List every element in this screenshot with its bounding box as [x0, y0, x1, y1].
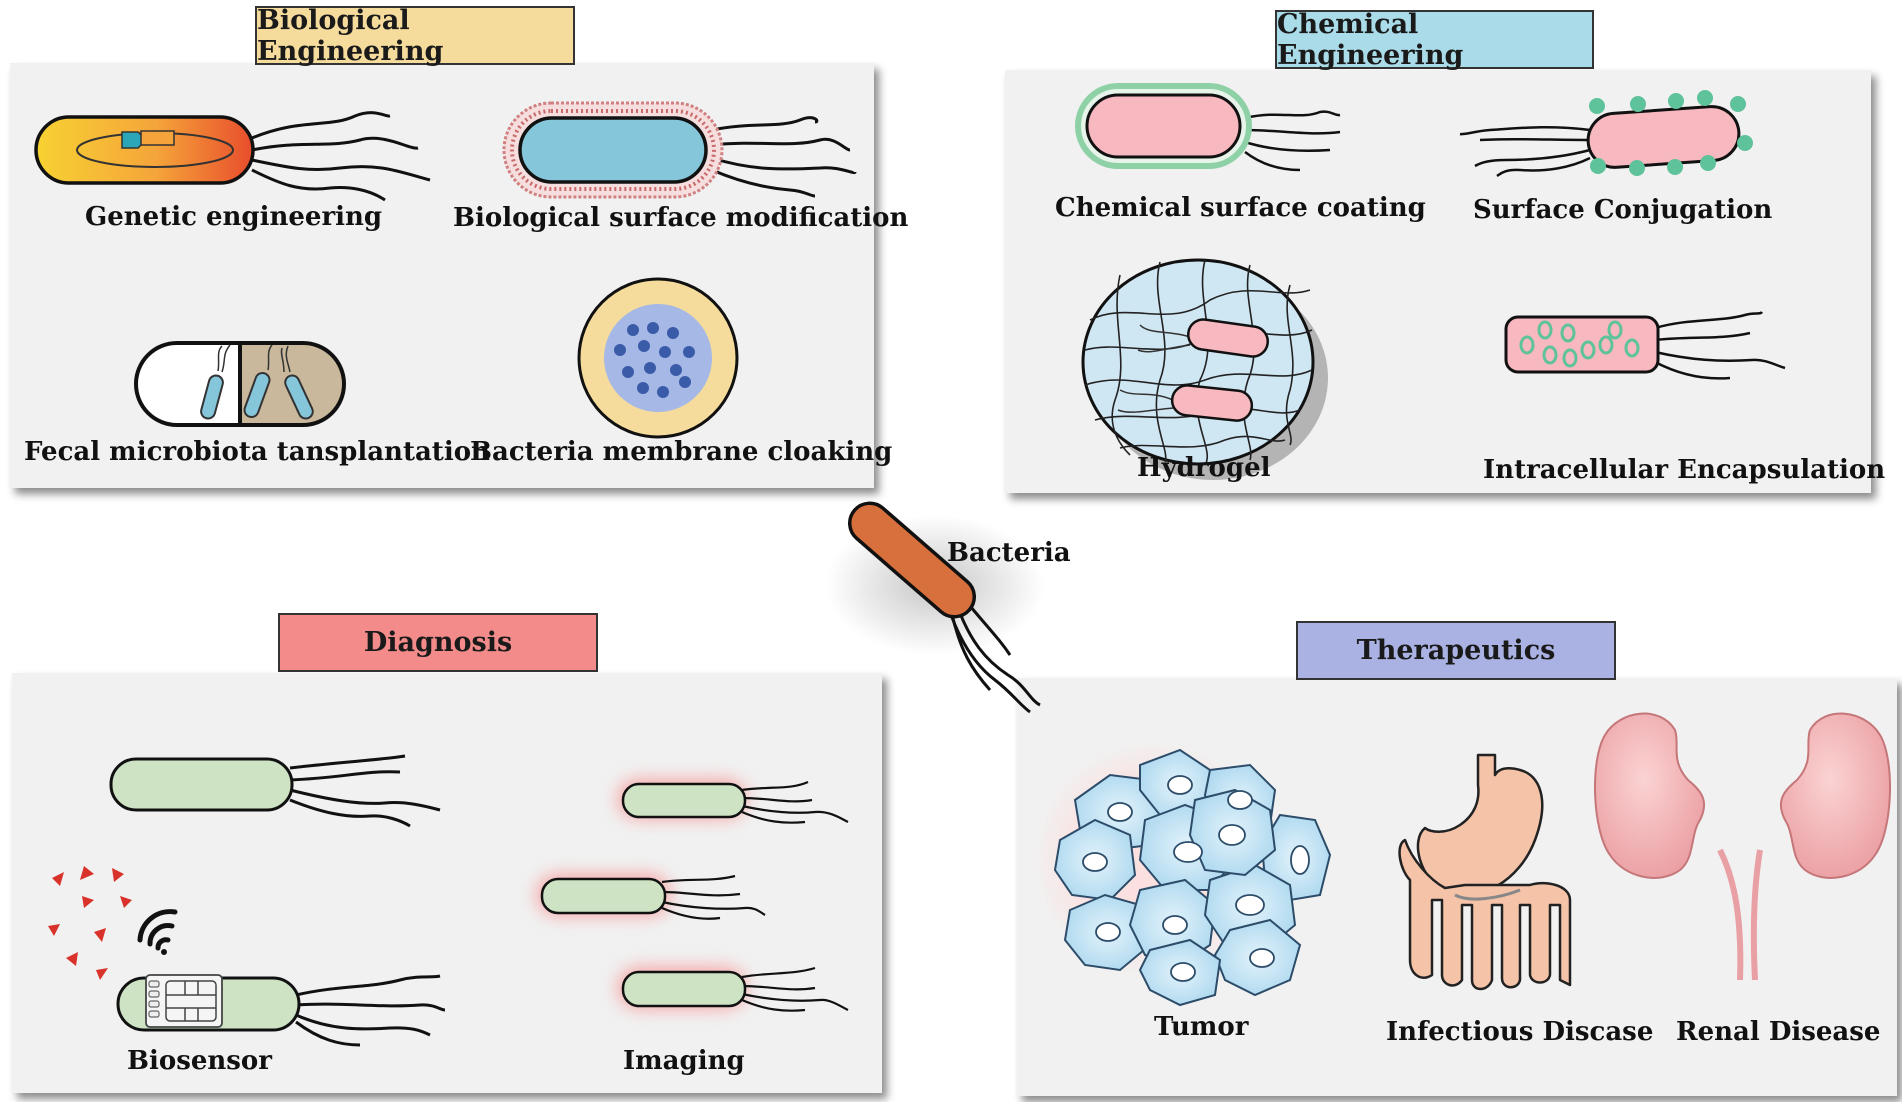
label-fecal-microbiota-transplantation: Fecal microbiota tansplantation — [24, 437, 490, 467]
wifi-icon — [137, 909, 178, 955]
label-surface-conjugation: Surface Conjugation — [1473, 195, 1773, 225]
label-infectious-disease: Infectious Discase — [1386, 1017, 1654, 1047]
label-hydrogel: Hydrogel — [1137, 453, 1271, 483]
tumor-icon — [1033, 740, 1332, 1007]
therapeutics-title: Therapeutics — [1296, 621, 1616, 680]
label-tumor: Tumor — [1154, 1012, 1249, 1042]
encapsulated-bacterium-icon — [1504, 311, 1786, 380]
label-bacteria: Bacteria — [947, 538, 1071, 568]
conjugated-bacterium-icon — [1459, 90, 1753, 178]
imaging-bacteria-icon — [537, 780, 849, 1012]
biological-engineering-title: Biological Engineering — [255, 5, 575, 67]
label-imaging: Imaging — [623, 1046, 745, 1076]
label-biological-surface-modification: Biological surface modification — [453, 203, 909, 233]
genetic-engineering-bacterium-icon — [34, 111, 431, 202]
center-bacterium-icon — [825, 501, 1045, 714]
surface-modified-bacterium-icon — [502, 101, 857, 199]
diagnosis-bacterium-icon — [109, 754, 441, 828]
kidneys-icon — [1594, 712, 1891, 981]
label-chemical-surface-coating: Chemical surface coating — [1055, 193, 1426, 223]
label-bacteria-membrane-cloaking: Bacteria membrane cloaking — [470, 437, 893, 467]
fecal-capsule-icon — [134, 341, 346, 427]
label-intracellular-encapsulation: Intracellular Encapsulation — [1483, 455, 1886, 485]
label-biosensor: Biosensor — [127, 1046, 272, 1076]
membrane-cloaking-icon — [577, 277, 739, 439]
label-genetic-engineering: Genetic engineering — [85, 202, 383, 232]
coated-bacterium-icon — [1075, 83, 1341, 172]
label-renal-disease: Renal Disease — [1676, 1017, 1881, 1047]
chemical-engineering-title: Chemical Engineering — [1275, 9, 1594, 71]
stomach-intestine-icon — [1398, 753, 1572, 991]
biosensor-icon — [48, 866, 446, 1047]
hydrogel-icon — [1081, 258, 1328, 480]
diagnosis-title: Diagnosis — [278, 613, 598, 672]
